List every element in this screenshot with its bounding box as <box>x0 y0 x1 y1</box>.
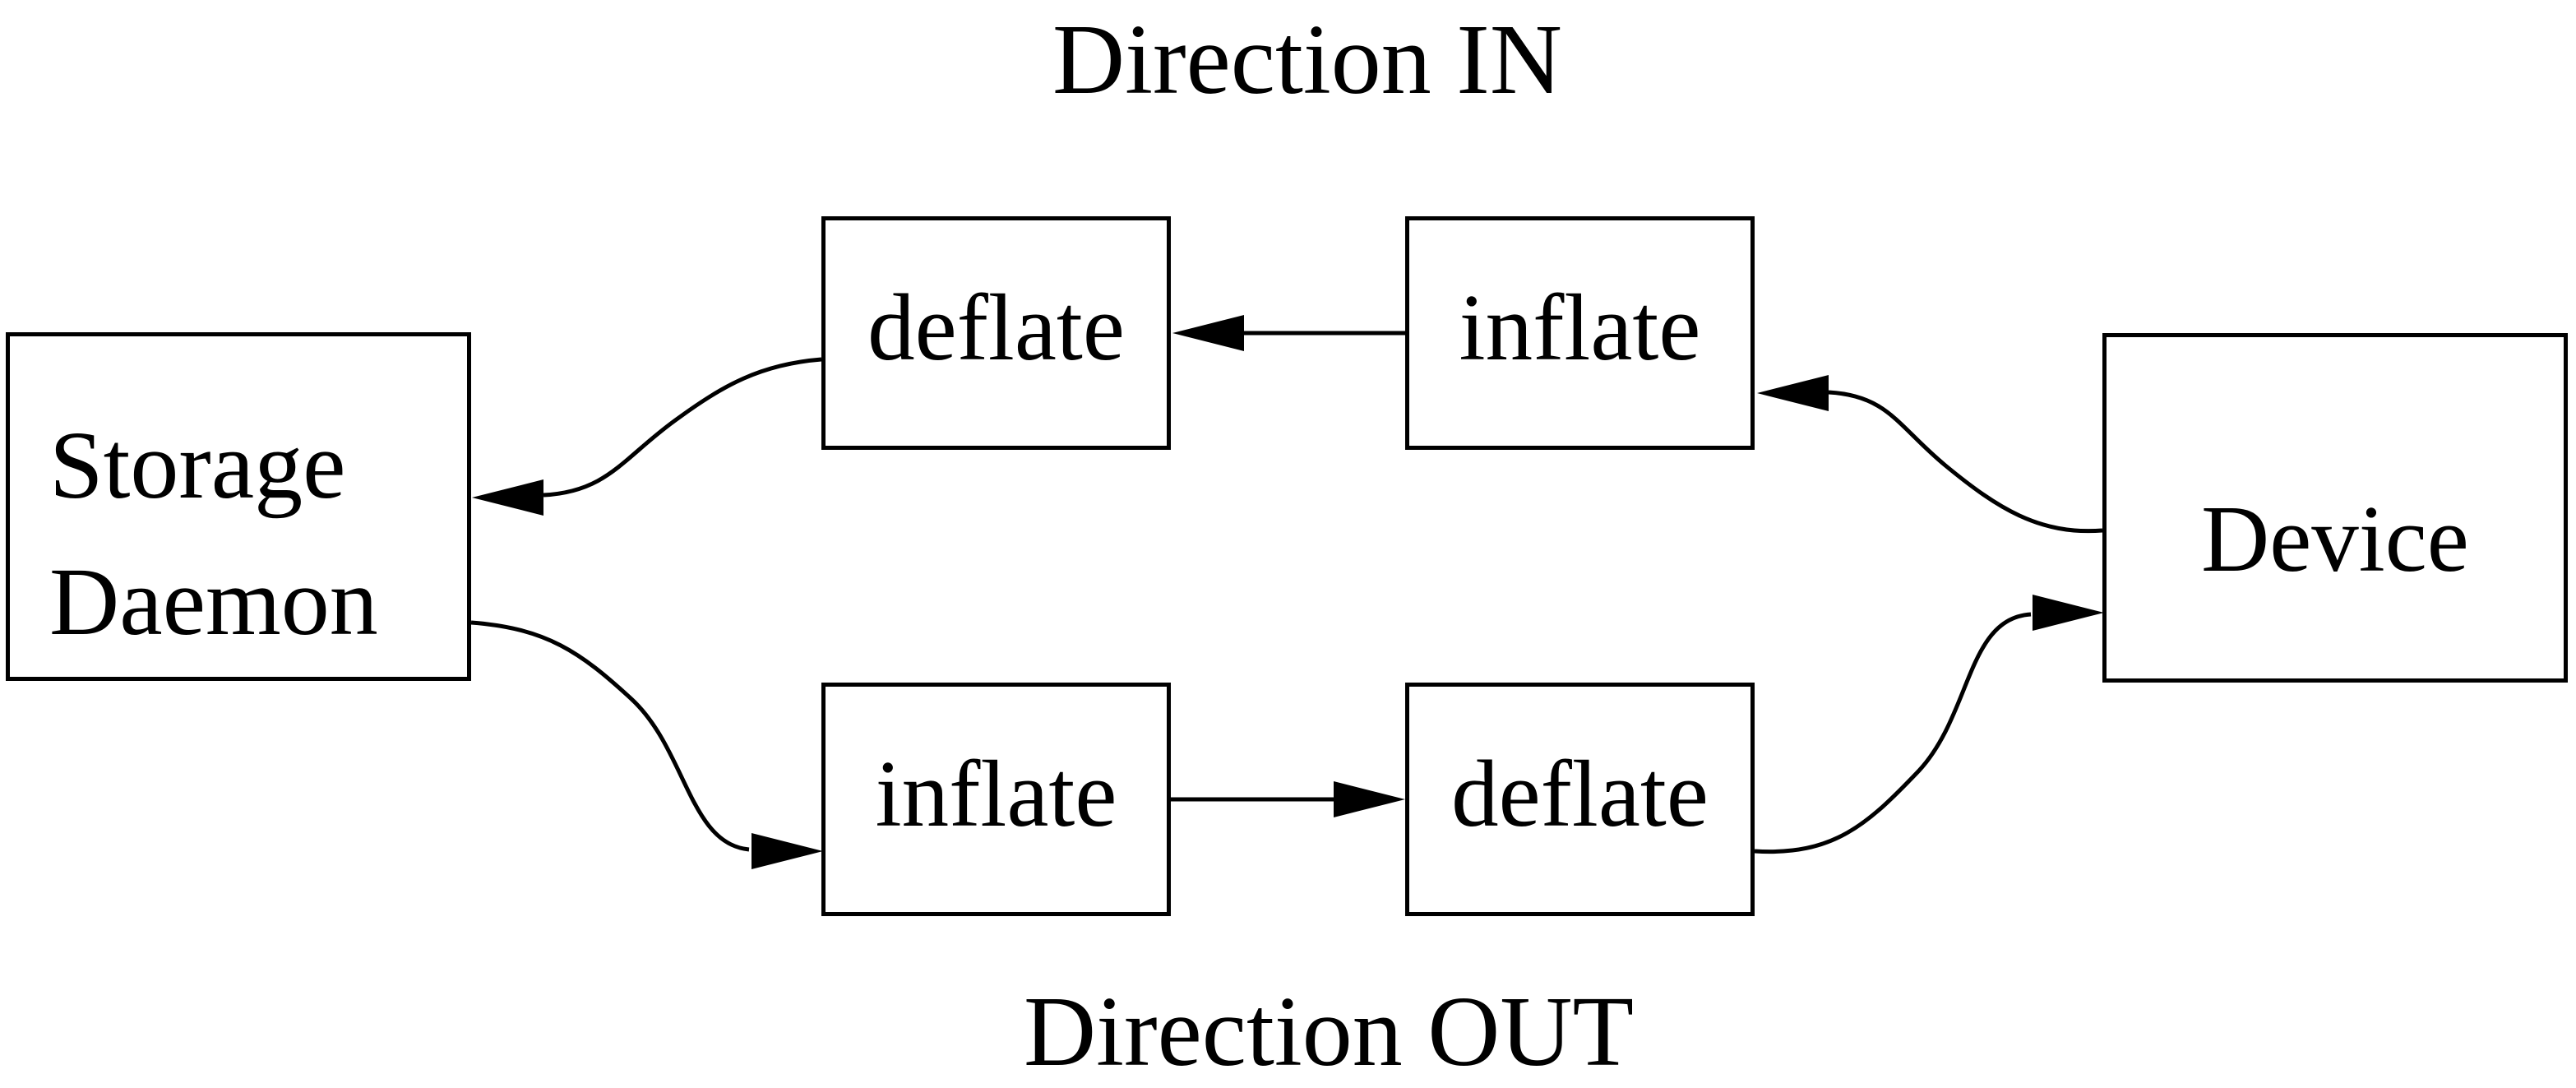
node-inflate-out: inflate <box>821 683 1171 916</box>
deflate-out-label: deflate <box>1451 742 1709 846</box>
title-direction-in: Direction IN <box>1052 4 1562 115</box>
edge-storage-to-inflate-out <box>470 620 750 852</box>
storage-daemon-label-line2: Daemon <box>49 548 378 655</box>
node-storage-daemon: Storage Daemon <box>6 332 471 681</box>
title-direction-out: Direction OUT <box>1024 976 1634 1087</box>
node-deflate-out: deflate <box>1405 683 1755 916</box>
edge-deflate-to-storage-in <box>543 357 822 498</box>
device-label: Device <box>2201 486 2469 591</box>
deflate-in-label: deflate <box>867 275 1125 380</box>
node-deflate-in: deflate <box>821 216 1171 450</box>
inflate-in-label: inflate <box>1459 275 1701 380</box>
arrowhead-left-deflate-in <box>1172 315 1244 351</box>
node-inflate-in: inflate <box>1405 216 1755 450</box>
arrowhead-left-storage <box>472 479 543 516</box>
arrowhead-right-inflate-out <box>752 833 823 869</box>
node-device: Device <box>2102 333 2568 683</box>
edge-deflate-to-device-out <box>1754 612 2032 854</box>
arrowhead-right-device <box>2033 595 2104 631</box>
storage-daemon-label-line1: Storage <box>49 411 346 519</box>
arrowhead-left-inflate-in <box>1757 375 1829 411</box>
edge-device-to-inflate-in <box>1828 390 2103 534</box>
inflate-out-label: inflate <box>875 742 1117 846</box>
arrowhead-right-deflate-out <box>1334 781 1405 817</box>
